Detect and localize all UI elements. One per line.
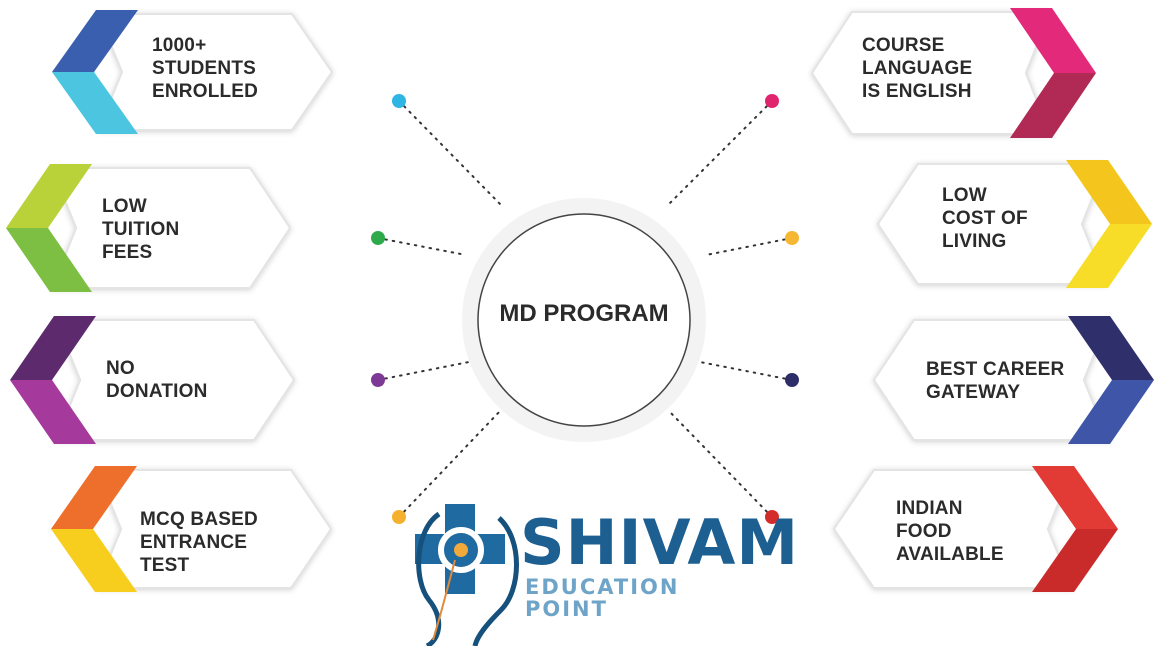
connector-line: [377, 237, 467, 256]
chevron-shape: [872, 316, 1154, 444]
feature-text-line: AVAILABLE: [896, 544, 1004, 565]
connector-line: [377, 361, 470, 381]
connector-line: [667, 409, 773, 518]
feature-text-line: IS ENGLISH: [862, 81, 972, 102]
feature-text-line: GATEWAY: [926, 382, 1021, 403]
feature-text-line: TEST: [140, 555, 190, 576]
chevron-shape: [52, 10, 334, 134]
chevron-shape: [810, 8, 1096, 138]
connector-line: [667, 100, 773, 206]
feature-text-line: ENROLLED: [152, 81, 259, 102]
chevron-shape: [832, 466, 1118, 592]
feature-text-line: LANGUAGE: [862, 58, 973, 79]
connector-dot: [392, 510, 406, 524]
feature-text-line: 1000+: [152, 35, 207, 56]
logo-subtitle: EDUCATION POINT: [525, 575, 680, 621]
feature-text-line: FEES: [102, 242, 153, 263]
connector-dot: [765, 94, 779, 108]
medical-cross-stethoscope-icon: [415, 504, 519, 646]
chevron-shape: [876, 160, 1152, 288]
chevron-shape: [10, 316, 296, 444]
feature-text-line: LOW: [942, 185, 987, 206]
connector-dot: [785, 373, 799, 387]
feature-text-line: DONATION: [106, 381, 208, 402]
connector-line: [705, 237, 793, 256]
logo-title: SHIVAM: [520, 506, 800, 579]
feature-text-line: TUITION: [102, 219, 180, 240]
connector-dot: [392, 94, 406, 108]
feature-text-line: BEST CAREER: [926, 359, 1065, 380]
feature-text-line: ENTRANCE: [140, 532, 248, 553]
shivam-logo: SHIVAM EDUCATION POINT: [405, 490, 798, 646]
connector-line: [398, 100, 502, 206]
feature-text-line: COURSE: [862, 35, 945, 56]
center-title: MD PROGRAM: [499, 300, 669, 327]
feature-text-line: STUDENTS: [152, 58, 256, 79]
feature-text-line: LOW: [102, 196, 147, 217]
chevron-shape: [51, 466, 333, 592]
feature-text-line: NO: [106, 358, 135, 379]
connector-dot: [371, 373, 385, 387]
connector-dot: [765, 510, 779, 524]
feature-text-line: FOOD: [896, 521, 952, 542]
chevron-shape: [6, 164, 292, 292]
feature-text-line: MCQ BASED: [140, 509, 258, 530]
feature-text-line: COST OF: [942, 208, 1028, 229]
connector-line: [398, 409, 502, 518]
feature-text-line: LIVING: [942, 231, 1007, 252]
connector-line: [699, 361, 793, 381]
connector-dot: [785, 231, 799, 245]
feature-text-line: INDIAN: [896, 498, 963, 519]
connector-dot: [371, 231, 385, 245]
